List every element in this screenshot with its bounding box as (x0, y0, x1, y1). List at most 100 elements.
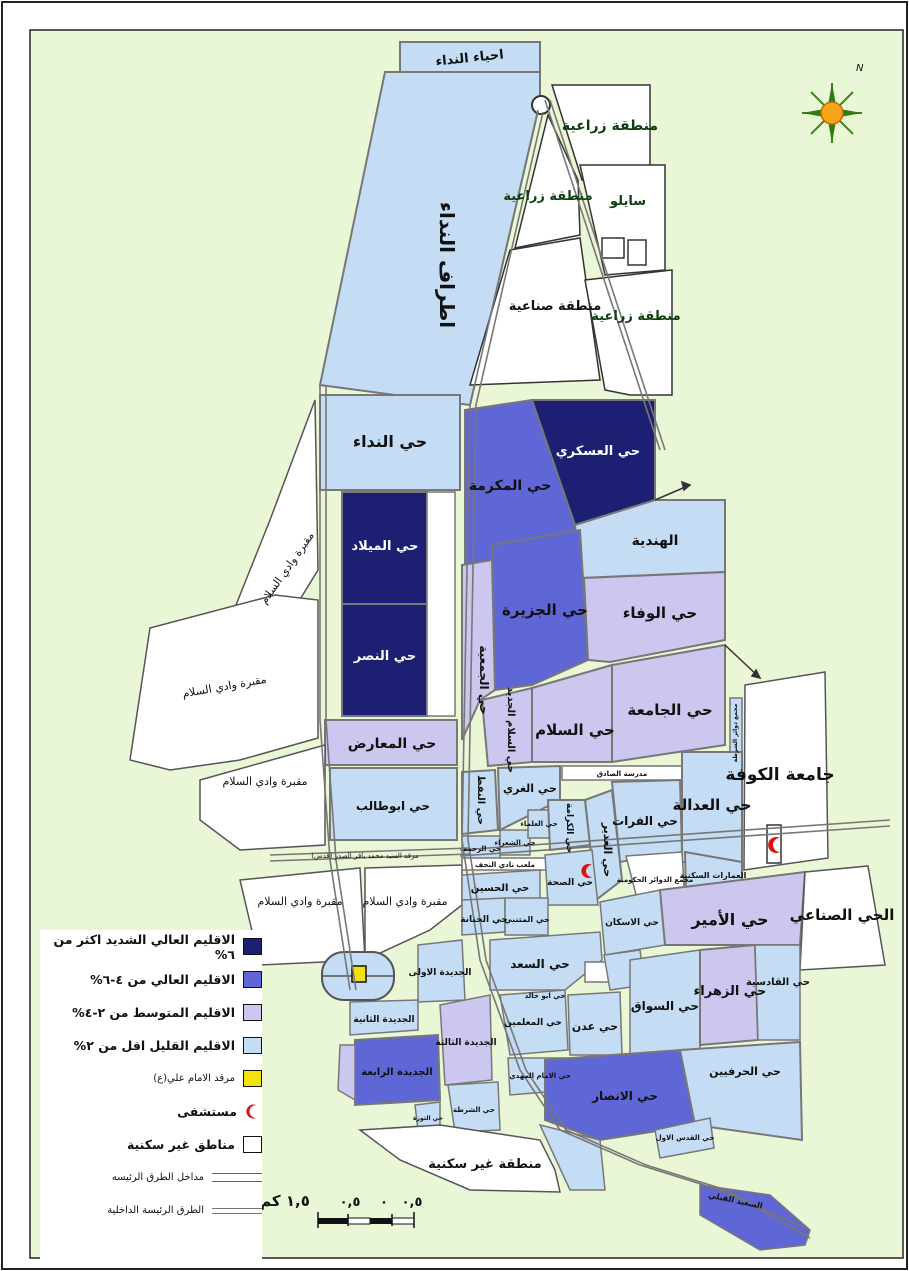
legend-row-high: الاقليم العالي من ٤-٦% (40, 963, 262, 996)
label-abu-talib: حي ابوطالب (356, 799, 430, 814)
district-saad (489, 931, 603, 991)
district-herafiyin (678, 1040, 804, 1142)
scale-bar: ١,٥ كم ٠,٥ ٠ ٠,٥ (260, 1192, 422, 1228)
legend-label-non-res: مناطق غير سكنية (126, 1137, 235, 1152)
legend-label-hospital: مستشفى (177, 1104, 237, 1119)
label-imam-mahdi: حي الامام المهدي (509, 1072, 571, 1080)
label-muallimin: حي المعلمين (504, 1018, 562, 1028)
label-shuara: حي الشعراء (495, 839, 536, 847)
legend-label-medium: الاقليم المتوسط من ٢-٤% (72, 1005, 235, 1020)
legend-road-entrances-icon (212, 1173, 262, 1182)
area-agri-2 (513, 112, 581, 249)
legend-swatch-very-high (243, 938, 262, 955)
district-small-south (538, 1123, 606, 1191)
label-salam-jadeed: حي السلام الجديد (505, 687, 516, 773)
label-nidaa: حي النداء (353, 432, 427, 452)
label-jamia: حي الجامعة (627, 701, 712, 719)
label-nasr: حي النصر (353, 649, 417, 664)
legend-row-low: الاقليم القليل اقل من ٢% (40, 1029, 262, 1062)
label-agri-3: منطقة زراعية (591, 309, 680, 324)
label-salam: حي السلام (535, 721, 615, 739)
legend-swatch-high (243, 971, 262, 988)
labels: احياء النداء اطراف النداء منطقة زراعية م… (181, 47, 894, 1210)
label-cemetery-3: مقبرة وادي السلام (222, 775, 307, 788)
label-maydan: حي الميلاد (352, 539, 419, 554)
label-school: مدرسة الصادق (597, 770, 647, 778)
label-abu-khalid: حي ابو خالد (525, 992, 566, 1000)
label-hanana: حي الحنانة (460, 915, 508, 925)
label-zahraa: حي الزهراء (694, 984, 767, 999)
label-gov-complex: مجمع الدوائر الحكومية (617, 876, 694, 884)
legend-label-road-entrances: مداخل الطرق الرئيسه (111, 1172, 204, 1183)
label-askari: حي العسكري (556, 444, 641, 459)
label-atraf-nidaa: اطراف النداء (435, 202, 459, 328)
label-qadisiya: حي القادسية (746, 977, 810, 988)
label-cemetery-4: مقبرة وادي السلام (257, 895, 342, 908)
area-kufa-univ (743, 671, 829, 871)
label-qudus: حي القدس الاول (656, 1134, 715, 1142)
label-jadida2: الجديدة الثانية (353, 1015, 414, 1025)
district-wafaa (582, 570, 726, 664)
label-iskan: حي الاسكان (605, 918, 659, 928)
legend-row-hospital: مستشفى (40, 1095, 262, 1128)
label-police-complex: مجمع دوائر الشرطة (732, 703, 739, 762)
area-cemetery-5 (364, 864, 463, 962)
hospital-icon (768, 837, 780, 853)
label-agri-2: منطقة زراعية (503, 189, 592, 204)
legend-label-road-internal: الطرق الرئيسة الداخلية (107, 1205, 204, 1216)
district-jamia (611, 643, 726, 764)
label-sihha: حي الصحة (547, 878, 593, 888)
label-industrial: منطقة صناعية (509, 299, 602, 314)
legend-row-non-res: مناطق غير سكنية (40, 1128, 262, 1161)
label-saad: حي السعد (510, 957, 570, 971)
label-rahma: حي الرحمة (463, 845, 501, 853)
label-adala: حي العدالة (673, 796, 752, 814)
north-arrow-icon: N (802, 63, 864, 143)
label-jadida4: الجديدة الرابعة (361, 1067, 432, 1078)
label-adan: حي عدن (572, 1020, 618, 1033)
label-silo: سايلو (609, 194, 646, 209)
area-industrial (468, 237, 601, 386)
district-maarid (324, 719, 458, 766)
label-stadium: ملعب نادي النجف (475, 861, 535, 869)
district-qadisiya (754, 944, 801, 1041)
label-wafaa: حي الوفاء (623, 604, 698, 622)
road-arrows (654, 480, 762, 680)
scale-zero: ٠ (380, 1195, 388, 1210)
area-sinai (799, 865, 886, 971)
north-label: N (856, 63, 864, 74)
legend-swatch-non-res (243, 1136, 262, 1153)
legend-label-high: الاقليم العالي من ٤-٦% (90, 972, 235, 987)
label-amir: حي الأمير (690, 910, 768, 930)
label-jadida1: الجديدة الاولى (408, 968, 471, 978)
label-agri-1: منطقة زراعية (562, 118, 658, 134)
label-karama: حي الكرامة (564, 803, 574, 853)
district-sihha (544, 849, 599, 906)
main-roads (269, 99, 891, 1239)
district-karama (546, 799, 592, 852)
legend-label-shrine: مرقد الامام علي(ع) (153, 1073, 235, 1084)
legend-label-very-high: الاقليم العالي الشديد اكثر من ٦% (53, 931, 235, 962)
district-shurta (447, 1081, 501, 1133)
legend-shrine-icon (243, 1070, 262, 1087)
label-ansar: حي الانصار (591, 1089, 658, 1103)
district-sliver (337, 1044, 356, 1102)
legend-swatch-low (243, 1037, 262, 1054)
district-qudus (654, 1117, 715, 1159)
district-jadida3 (439, 994, 493, 1086)
legend-label-low: الاقليم القليل اقل من ٢% (73, 1038, 235, 1053)
label-ghari: حي الغري (503, 782, 557, 795)
district-nidaa (319, 394, 461, 491)
label-jazeera: حي الجزيرة (502, 601, 588, 619)
label-jamiya: حي الجمعية (477, 645, 491, 714)
district-nasr (341, 603, 428, 717)
district-ansar (544, 1048, 697, 1142)
label-ahyaa-nidaa: احياء النداء (435, 47, 505, 69)
label-ghadeer: حي الغدير (601, 822, 614, 877)
hospital-icon (581, 864, 592, 878)
label-herafiyin: حي الحرفيين (709, 1065, 781, 1078)
label-naft: حي النفط (475, 775, 486, 825)
scale-right: ٠,٥ (402, 1195, 423, 1210)
silo-building-1 (601, 237, 625, 259)
label-sadr-tomb: مرقد السيد محمد باقر الصدر (قدس) (311, 852, 419, 860)
